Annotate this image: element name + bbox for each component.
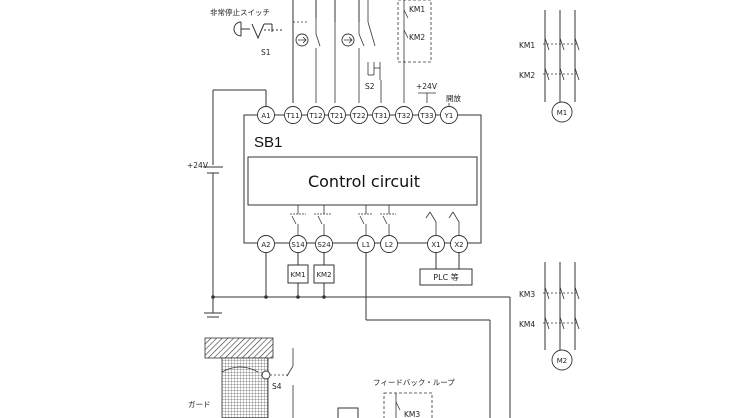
s2-reset-switch <box>367 0 382 103</box>
emergency-stop-switch-symbol <box>233 21 282 40</box>
terminal-x2: X2 <box>450 235 468 253</box>
top-feedback-contacts <box>397 0 432 103</box>
feedback-loop-label: フィードバック・ループ <box>373 378 455 387</box>
svg-text:S14: S14 <box>291 241 305 249</box>
svg-text:T33: T33 <box>419 112 433 120</box>
svg-text:T12: T12 <box>308 112 322 120</box>
terminal-l2: L2 <box>380 235 398 253</box>
coil-km1 <box>287 264 309 284</box>
svg-text:A1: A1 <box>261 112 270 120</box>
km4-contactor-label: KM4 <box>519 320 535 329</box>
svg-text:L2: L2 <box>385 241 393 249</box>
top-plus24v-label: +24V <box>416 82 438 91</box>
bottom-km3-label: KM3 <box>404 410 420 418</box>
s1-contact-ch1 <box>293 18 321 103</box>
svg-text:T11: T11 <box>285 112 299 120</box>
motor-group-2 <box>543 262 580 371</box>
km2-contactor-label: KM2 <box>519 71 535 80</box>
plc-label: PLC 等 <box>433 272 458 282</box>
s4-switch <box>261 348 294 418</box>
motor-group-1 <box>543 10 580 123</box>
top-km2-label: KM2 <box>409 33 425 42</box>
terminal-a2: A2 <box>257 235 275 253</box>
terminal-t12: T12 <box>307 106 325 124</box>
terminal-x1: X1 <box>427 235 445 253</box>
top-km1-label: KM1 <box>409 5 425 14</box>
terminal-y1: Y1 <box>440 106 458 124</box>
s1-contact-ch2 <box>334 22 365 103</box>
svg-text:T21: T21 <box>329 112 343 120</box>
sb1-label: SB1 <box>254 134 282 151</box>
terminal-t11: T11 <box>284 106 302 124</box>
coil-km1-label: KM1 <box>290 271 305 279</box>
svg-text:T22: T22 <box>351 112 365 120</box>
guard-label: ガード <box>188 399 211 409</box>
svg-text:T32: T32 <box>396 112 410 120</box>
bottom-feedback-contacts <box>337 392 433 418</box>
motor-m2-label: M2 <box>557 357 568 365</box>
s4-label: S4 <box>272 382 282 391</box>
coil-km2-label: KM2 <box>316 271 331 279</box>
control-circuit-label: Control circuit <box>308 172 420 191</box>
km3-contactor-label: KM3 <box>519 290 535 299</box>
control-circuit-box <box>247 156 478 206</box>
svg-text:X2: X2 <box>454 241 463 249</box>
terminal-a1: A1 <box>257 106 275 124</box>
bottom-terminals: A2 S14 S24 L1 L2 X1 X2 <box>257 235 468 253</box>
terminal-t31: T31 <box>372 106 390 124</box>
svg-text:T31: T31 <box>373 112 387 120</box>
ground-symbol <box>204 312 222 318</box>
release-label: 開放 <box>446 93 461 103</box>
left-plus24v-label: +24V <box>187 161 209 170</box>
plc-box <box>419 268 473 286</box>
svg-text:L1: L1 <box>362 241 370 249</box>
terminal-t21: T21 <box>328 106 346 124</box>
svg-text:A2: A2 <box>261 241 270 249</box>
svg-text:S24: S24 <box>317 241 331 249</box>
s1-label: S1 <box>261 48 271 57</box>
guard-symbol <box>204 337 274 418</box>
motor-m1-label: M1 <box>557 109 568 117</box>
terminal-t22: T22 <box>350 106 368 124</box>
terminal-s14: S14 <box>289 235 307 253</box>
km1-contactor-label: KM1 <box>519 41 535 50</box>
terminal-l1: L1 <box>357 235 375 253</box>
svg-text:Y1: Y1 <box>444 112 454 120</box>
top-terminals: A1 T11 T12 T21 T22 T31 T32 T33 Y1 <box>257 106 458 124</box>
s2-label: S2 <box>365 82 375 91</box>
coil-km2 <box>313 264 335 284</box>
terminal-t32: T32 <box>395 106 413 124</box>
terminal-s24: S24 <box>315 235 333 253</box>
svg-text:X1: X1 <box>431 241 440 249</box>
emergency-stop-label: 非常停止スイッチ <box>210 7 270 17</box>
terminal-t33: T33 <box>418 106 436 124</box>
internal-output-contacts <box>290 205 460 236</box>
